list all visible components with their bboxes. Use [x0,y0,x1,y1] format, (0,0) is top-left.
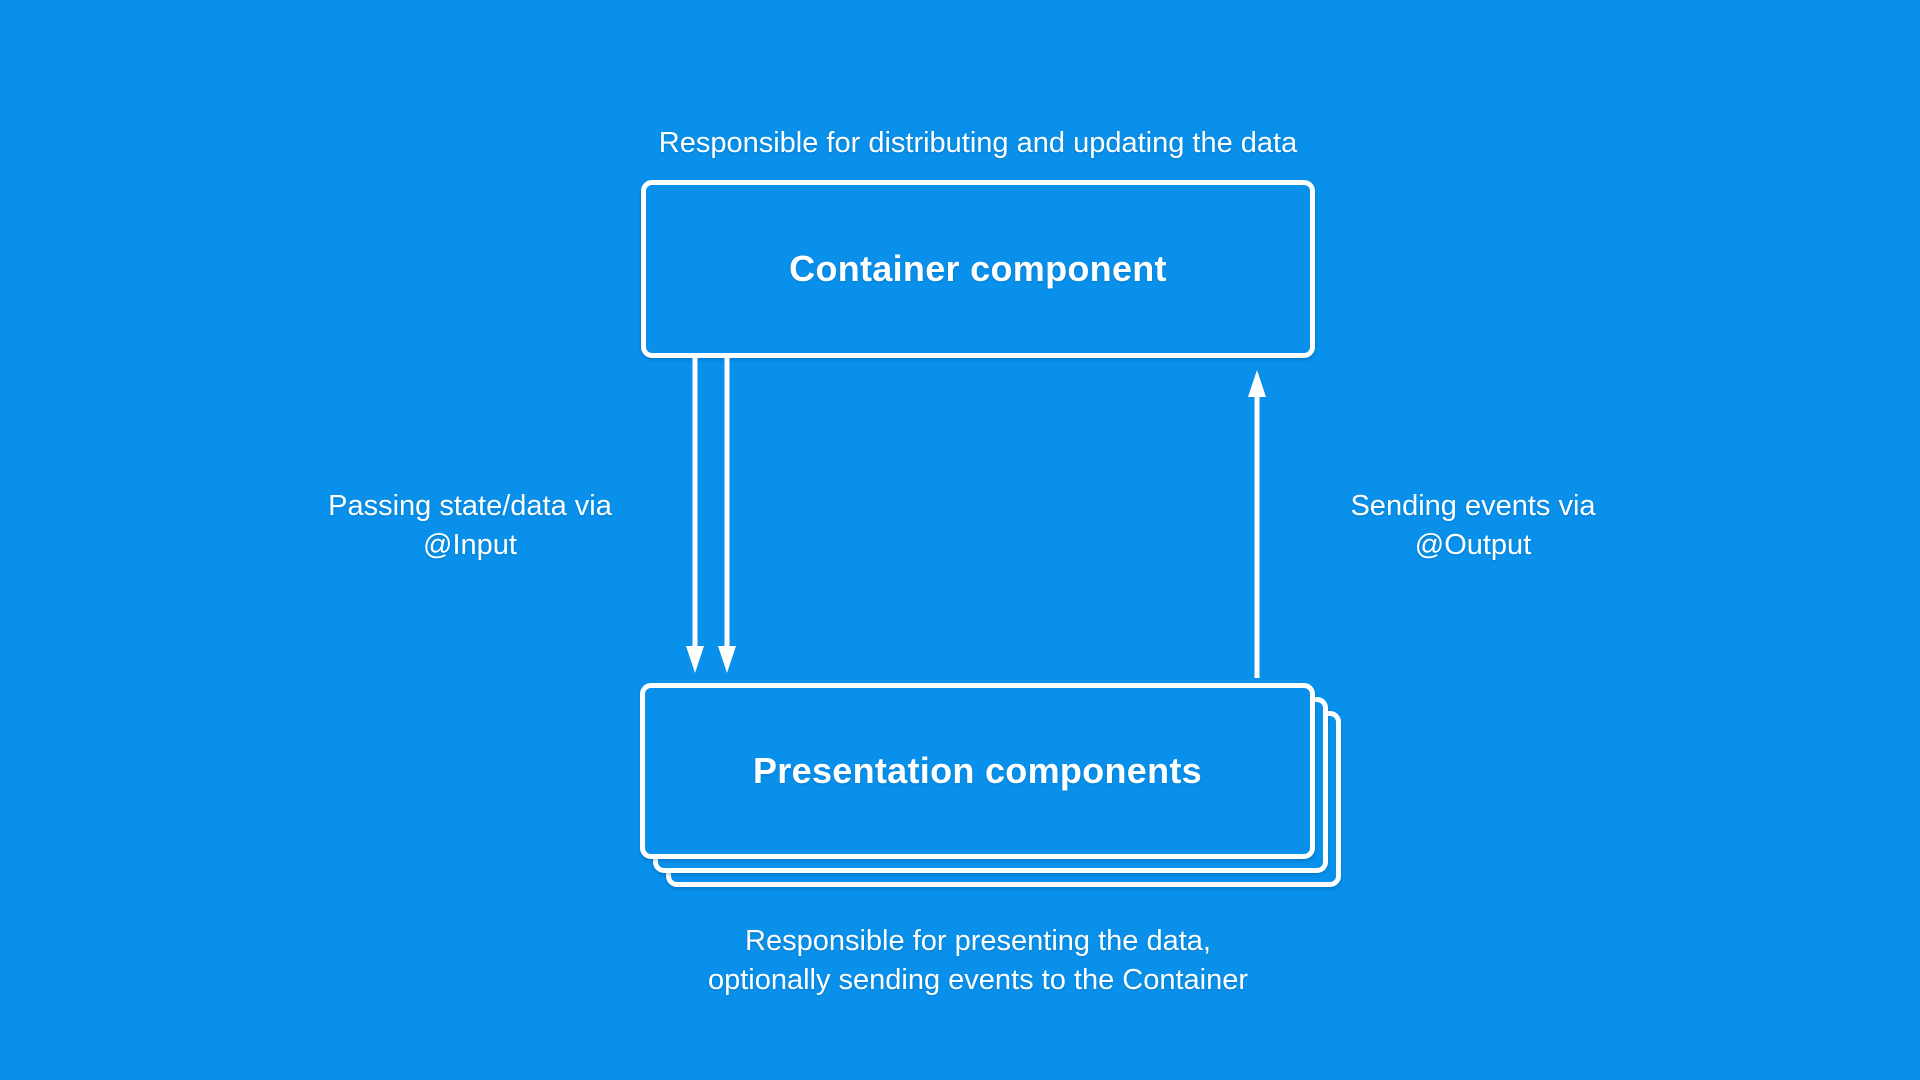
container-description-text: Responsible for distributing and updatin… [658,127,1298,159]
presentation-description-text: Responsible for presenting the data, opt… [707,925,1249,996]
container-component-box: Container component [641,180,1315,358]
container-component-label: Container component [789,248,1167,289]
input-arrow-1 [686,358,704,673]
output-edge-label: Sending events via @Output [1350,490,1596,561]
input-edge-label: Passing state/data via @Input [328,490,612,561]
presentation-components-box: Presentation components [640,683,1315,859]
input-arrow-2 [718,358,736,673]
presentation-components-label: Presentation components [753,750,1202,791]
